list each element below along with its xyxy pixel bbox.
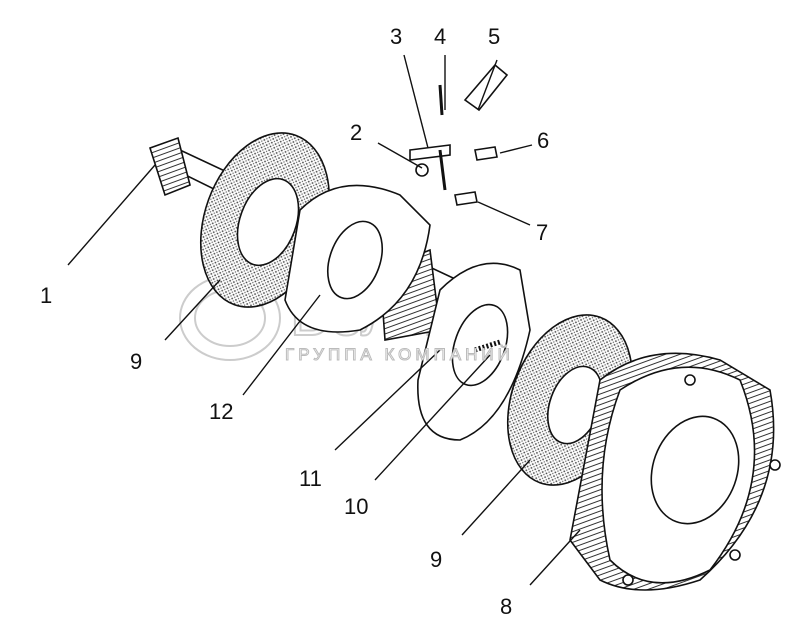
callout-3: 3 [390, 24, 403, 49]
callout-1: 1 [40, 283, 53, 308]
callout-5: 5 [488, 24, 501, 49]
callout-6: 6 [537, 128, 550, 153]
pressure-plate-left [284, 184, 431, 333]
callout-2: 2 [350, 120, 363, 145]
watermark-subtitle: ГРУППА КОМПАНИЙ [285, 345, 514, 365]
callout-4: 4 [434, 24, 447, 49]
brake-housing [569, 352, 781, 591]
callout-11: 11 [299, 466, 322, 491]
callout-12: 12 [209, 399, 234, 424]
leader-lines [67, 54, 581, 586]
callout-8: 8 [500, 594, 513, 619]
callout-7: 7 [536, 220, 549, 245]
callout-9-right: 9 [430, 547, 443, 572]
callout-9-left: 9 [130, 349, 143, 374]
callout-10: 10 [344, 494, 369, 519]
pressure-plate-right [417, 262, 531, 441]
